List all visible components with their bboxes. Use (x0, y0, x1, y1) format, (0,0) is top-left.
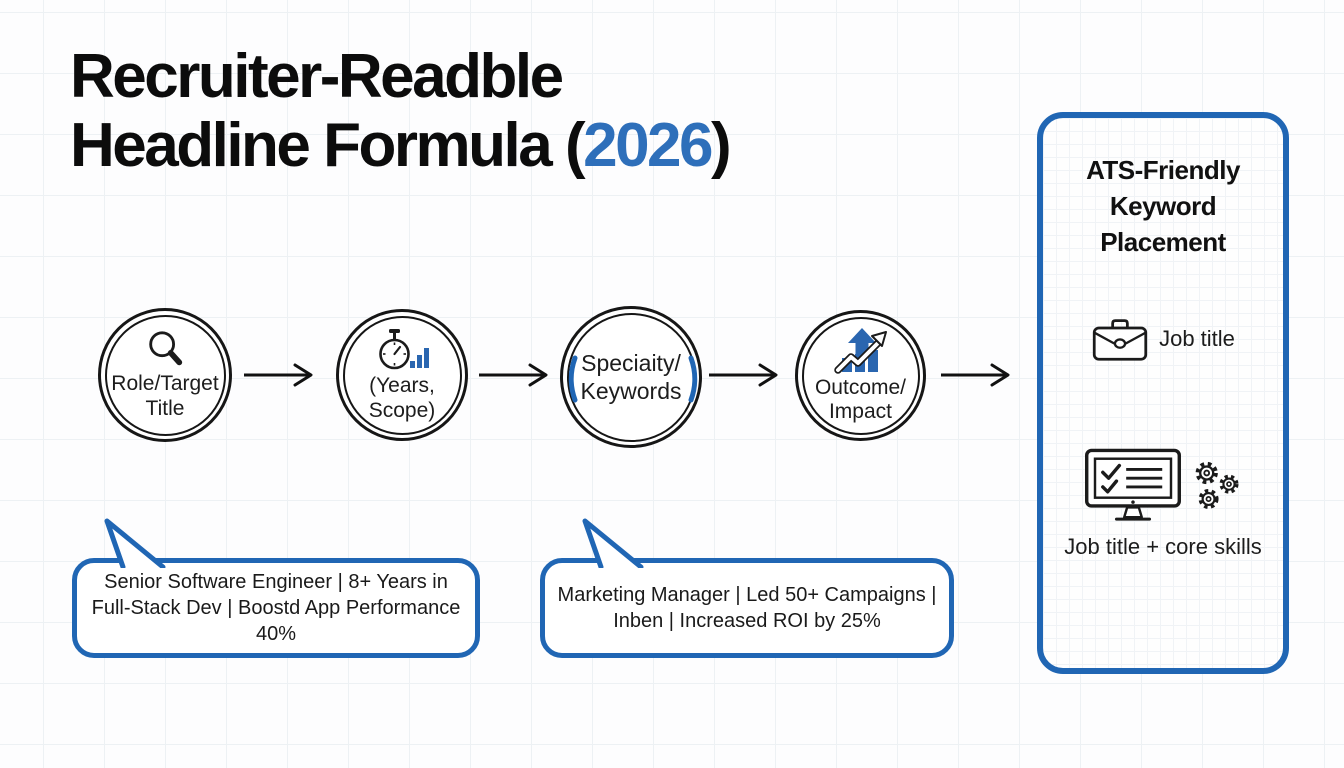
flow-arrow-2-icon (479, 363, 548, 387)
flow-step-4-content: Outcome/ Impact (801, 316, 920, 435)
example-1-line1: Senior Software Engineer | 8+ Years in (104, 571, 448, 593)
example-2-line1: Marketing Manager | Led 50+ Campaigns | (557, 584, 937, 606)
panel-item-2-graphic (1084, 448, 1242, 524)
flow-step-2-content: (Years, Scope) (342, 315, 462, 435)
ats-keyword-placement-panel: ATS-Friendly Keyword Placement Job title (1037, 112, 1289, 674)
example-headline-bubble-2: Marketing Manager | Led 50+ Campaigns | … (540, 518, 954, 658)
panel-item-2-label: Job title + core skills (1064, 534, 1262, 559)
flow-step-role-target-title: Role/Target Title (98, 308, 232, 442)
flow-step-outcome-impact: Outcome/ Impact (795, 310, 926, 441)
flow-arrow-4-icon (941, 363, 1010, 387)
panel-item-job-title: Job title (1091, 316, 1235, 362)
example-2-line2: Inben | Increased ROI by 25% (613, 610, 881, 632)
panel-item-1-label: Job title (1159, 326, 1235, 351)
page-title-line2: Headline Formula (2026) (70, 111, 732, 180)
flow-step-1-content: Role/Target Title (104, 314, 226, 436)
gears-icon (1195, 461, 1239, 509)
title-year: 2026 (583, 111, 713, 180)
panel-title: ATS-Friendly Keyword Placement (1086, 155, 1240, 257)
growth-arrow-icon (833, 327, 887, 374)
flow-step-4-label: Outcome/ Impact (814, 375, 907, 424)
page-title-line1: Recruiter-Readble (70, 42, 564, 111)
speech-tail-icon (104, 518, 166, 568)
flow-step-specialty-keywords: Speciaity/ Keywords (560, 306, 702, 448)
flow-arrow-3-icon (709, 363, 778, 387)
flow-step-1-label: Role/Target Title (111, 372, 219, 420)
flow-step-3-label: Speciaity/ Keywords (580, 350, 682, 404)
flow-step-years-scope: (Years, Scope) (336, 309, 468, 441)
flow-step-3-content: Speciaity/ Keywords (566, 312, 696, 442)
example-headline-bubble-1: Senior Software Engineer | 8+ Years in F… (72, 518, 480, 658)
stopwatch-chart-icon (379, 329, 429, 370)
example-1-line2: Full-Stack Dev | Boostd App Performance … (91, 597, 461, 645)
search-icon (149, 331, 183, 366)
monitor-checklist-icon (1085, 448, 1181, 521)
flow-step-2-label: (Years, Scope) (368, 374, 436, 422)
page-title: Recruiter-Readble Headline Formula (2026… (70, 42, 732, 180)
flow-arrow-1-icon (244, 363, 313, 387)
panel-item-job-title-core-skills: Job title + core skills (1064, 448, 1262, 560)
briefcase-icon (1092, 319, 1148, 361)
speech-tail-icon (582, 518, 644, 568)
